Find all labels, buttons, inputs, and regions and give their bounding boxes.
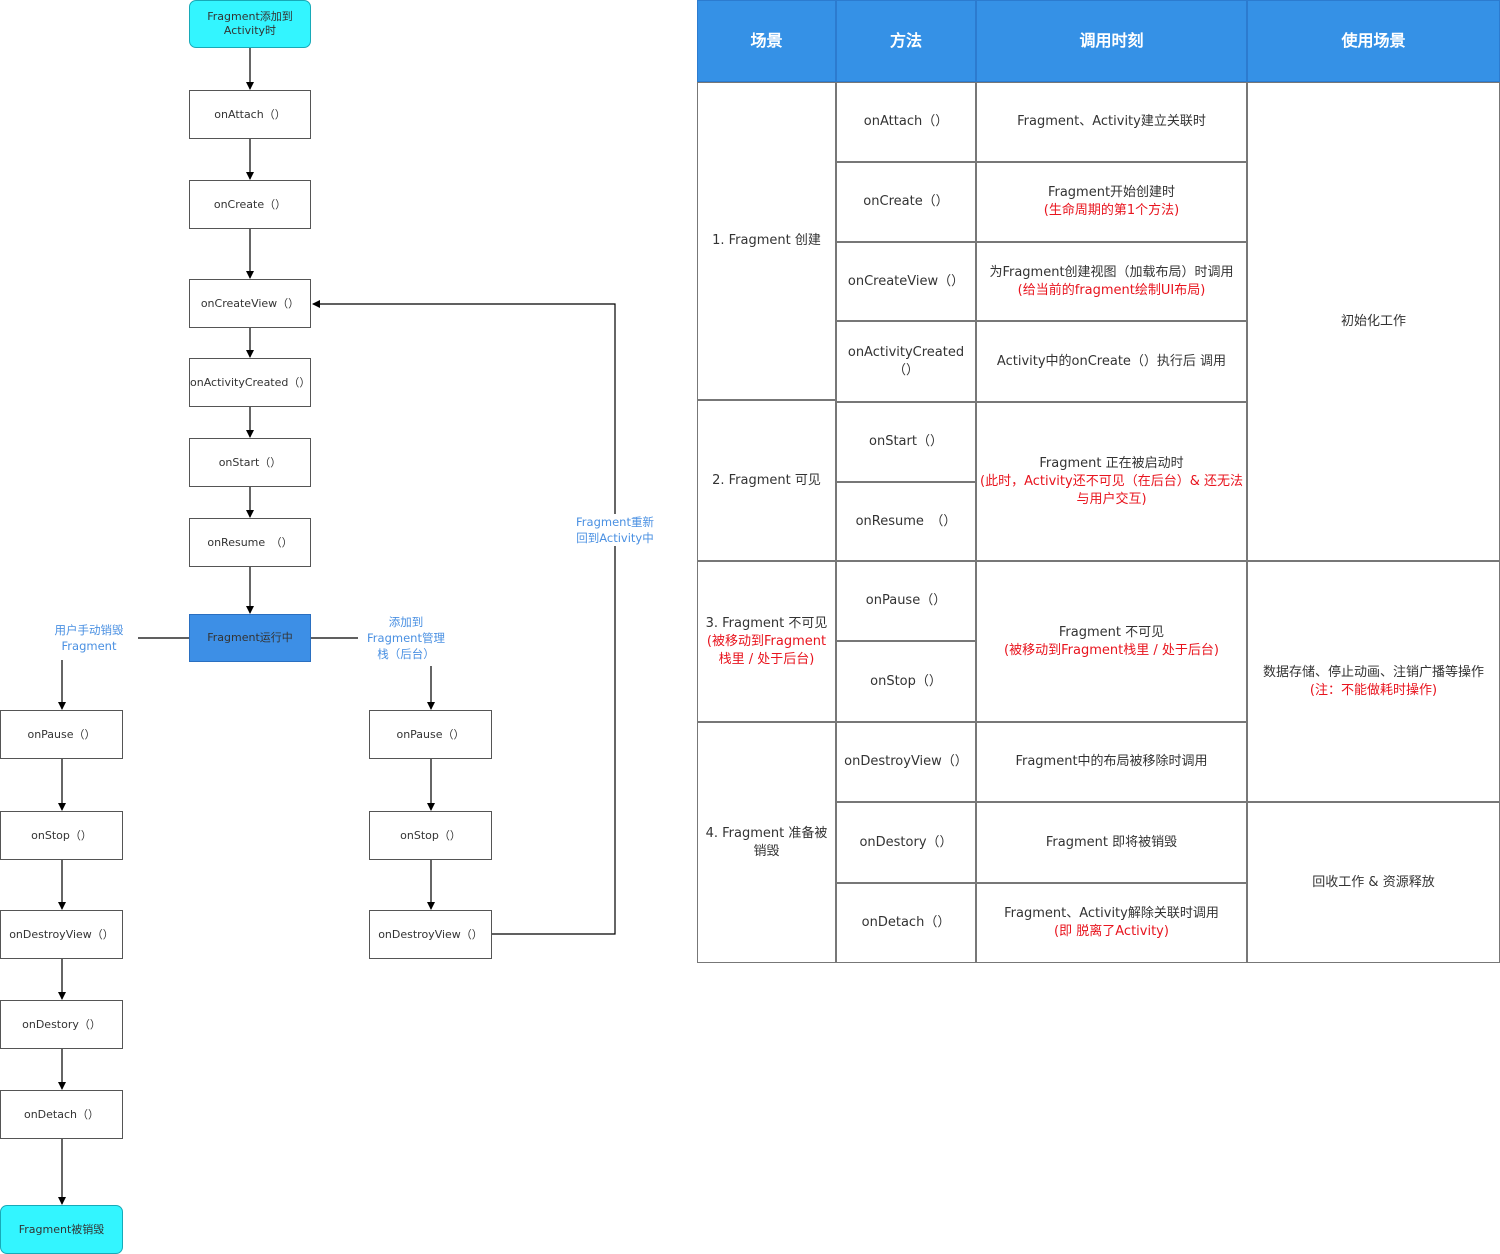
- timing-destroy-view: Fragment中的布局被移除时调用: [976, 722, 1247, 802]
- method-on-create-text: onCreate（）: [863, 194, 949, 209]
- timing-visible-note: (此时，Activity还不可见（在后台）& 还无法与用户交互): [980, 473, 1243, 507]
- scene-invisible-text: 3. Fragment 不可见: [705, 615, 828, 631]
- right-stop-node: onStop（）: [369, 811, 492, 860]
- method-on-create-view-text: onCreateView（）: [847, 273, 965, 289]
- method-on-attach-text: onAttach（）: [863, 114, 949, 129]
- timing-detach: Fragment、Activity解除关联时调用 (即 脱离了Activity): [976, 883, 1247, 963]
- scene-destroy: 4. Fragment 准备被销毁: [697, 722, 836, 963]
- timing-attach-text: Fragment、Activity建立关联时: [1017, 114, 1206, 129]
- timing-visible: Fragment 正在被启动时 (此时，Activity还不可见（在后台）& 还…: [976, 402, 1247, 561]
- method-on-resume: onResume （）: [836, 482, 976, 561]
- timing-create: Fragment开始创建时 (生命周期的第1个方法): [976, 162, 1247, 242]
- scene-visible-text: 2. Fragment 可见: [712, 472, 821, 488]
- method-on-activity-created: onActivityCreated（）: [836, 321, 976, 402]
- scene-create: 1. Fragment 创建: [697, 82, 836, 400]
- timing-activity-created: Activity中的onCreate（）执行后 调用: [976, 321, 1247, 402]
- start-node: Fragment添加到Activity时: [189, 0, 311, 48]
- right-pause-node: onPause（）: [369, 710, 492, 759]
- timing-destory: Fragment 即将被销毁: [976, 802, 1247, 883]
- usage-save: 数据存储、停止动画、注销广播等操作 (注：不能做耗时操作): [1247, 561, 1500, 802]
- on-start-node: onStart（）: [189, 438, 311, 487]
- timing-create-view-text: 为Fragment创建视图（加载布局）时调用: [989, 264, 1234, 280]
- scene-destroy-text: 4. Fragment 准备被销毁: [705, 825, 828, 859]
- timing-invisible-text: Fragment 不可见: [1058, 624, 1165, 640]
- user-destroy-label: 用户手动销毁 Fragment: [54, 623, 124, 653]
- left-detach-node: onDetach（）: [0, 1090, 123, 1139]
- method-on-stop: onStop（）: [836, 641, 976, 722]
- timing-destroy-view-text: Fragment中的布局被移除时调用: [1015, 754, 1208, 769]
- method-on-detach: onDetach（）: [836, 883, 976, 963]
- timing-create-text: Fragment开始创建时: [1047, 185, 1176, 200]
- left-stop-node: onStop（）: [0, 811, 123, 860]
- usage-save-note: (注：不能做耗时操作): [1309, 682, 1438, 698]
- method-on-detach-text: onDetach（）: [861, 915, 951, 930]
- on-create-node: onCreate（）: [189, 180, 311, 229]
- usage-recycle-text: 回收工作 & 资源释放: [1312, 874, 1435, 890]
- method-on-destroy-view: onDestroyView（）: [836, 722, 976, 802]
- usage-recycle: 回收工作 & 资源释放: [1247, 802, 1500, 963]
- method-on-create-view: onCreateView（）: [836, 242, 976, 321]
- running-node: Fragment运行中: [189, 614, 311, 662]
- usage-init: 初始化工作: [1247, 82, 1500, 561]
- lifecycle-table: 场景 方法 调用时刻 使用场景 1. Fragment 创建 2. Fragme…: [697, 0, 1500, 963]
- method-on-destroy-view-text: onDestroyView（）: [844, 754, 968, 769]
- left-destory-node: onDestory（）: [0, 1000, 123, 1049]
- on-attach-node: onAttach（）: [189, 90, 311, 139]
- timing-visible-text: Fragment 正在被启动时: [1039, 455, 1184, 471]
- method-on-resume-text: onResume （）: [855, 513, 957, 529]
- method-on-start-text: onStart（）: [869, 434, 943, 449]
- on-activity-created-node: onActivityCreated（）: [189, 358, 311, 407]
- on-create-view-node: onCreateView（）: [189, 279, 311, 328]
- return-activity-label: Fragment重新 回到Activity中: [568, 514, 662, 546]
- method-on-start: onStart（）: [836, 402, 976, 482]
- header-timing: 调用时刻: [976, 0, 1247, 82]
- scene-create-text: 1. Fragment 创建: [712, 233, 821, 248]
- method-on-create: onCreate（）: [836, 162, 976, 242]
- timing-detach-note: (即 脱离了Activity): [1054, 924, 1169, 939]
- scene-invisible-note: (被移动到Fragment栈里 / 处于后台): [706, 633, 827, 667]
- usage-save-text: 数据存储、停止动画、注销广播等操作: [1262, 664, 1484, 680]
- left-destroy-view-node: onDestroyView（）: [0, 910, 123, 959]
- timing-invisible: Fragment 不可见 (被移动到Fragment栈里 / 处于后台): [976, 561, 1247, 722]
- timing-detach-text: Fragment、Activity解除关联时调用: [1004, 906, 1219, 921]
- method-on-attach: onAttach（）: [836, 82, 976, 162]
- timing-create-view: 为Fragment创建视图（加载布局）时调用 (给当前的fragment绘制UI…: [976, 242, 1247, 321]
- end-node: Fragment被销毁: [0, 1205, 123, 1254]
- method-on-pause: onPause（）: [836, 561, 976, 641]
- left-pause-node: onPause（）: [0, 710, 123, 759]
- timing-destory-text: Fragment 即将被销毁: [1045, 834, 1178, 850]
- method-on-destory-text: onDestory（）: [859, 834, 953, 850]
- method-on-pause-text: onPause（）: [865, 593, 947, 608]
- header-method: 方法: [836, 0, 976, 82]
- timing-activity-created-text: Activity中的onCreate（）执行后 调用: [996, 353, 1227, 369]
- scene-invisible: 3. Fragment 不可见 (被移动到Fragment栈里 / 处于后台): [697, 561, 836, 722]
- scene-visible: 2. Fragment 可见: [697, 400, 836, 561]
- header-scene: 场景: [697, 0, 836, 82]
- method-on-destory: onDestory（）: [836, 802, 976, 883]
- add-backstack-label: 添加到 Fragment管理 栈（后台）: [367, 615, 445, 661]
- on-resume-node: onResume （）: [189, 518, 311, 567]
- method-on-activity-created-text: onActivityCreated（）: [847, 344, 965, 378]
- method-on-stop-text: onStop（）: [870, 673, 942, 689]
- timing-create-view-note: (给当前的fragment绘制UI布局): [1017, 282, 1206, 298]
- timing-invisible-note: (被移动到Fragment栈里 / 处于后台): [1004, 642, 1219, 658]
- timing-attach: Fragment、Activity建立关联时: [976, 82, 1247, 162]
- usage-init-text: 初始化工作: [1340, 313, 1406, 329]
- timing-create-note: (生命周期的第1个方法): [1043, 203, 1180, 218]
- right-destroy-view-node: onDestroyView（）: [369, 910, 492, 959]
- header-usage: 使用场景: [1247, 0, 1500, 82]
